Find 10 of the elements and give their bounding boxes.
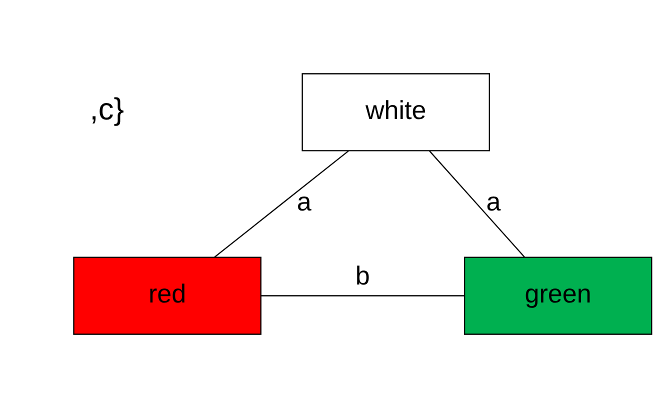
edge-label: a bbox=[486, 186, 501, 216]
node-box: red bbox=[73, 256, 262, 334]
edge-label: a bbox=[296, 186, 312, 216]
edge-label: b bbox=[355, 260, 370, 290]
label: ,c} bbox=[90, 91, 124, 126]
connector bbox=[429, 150, 525, 257]
node-box: green bbox=[464, 256, 652, 334]
node-box: white bbox=[302, 72, 490, 151]
connector bbox=[260, 294, 464, 296]
connector bbox=[214, 150, 349, 258]
